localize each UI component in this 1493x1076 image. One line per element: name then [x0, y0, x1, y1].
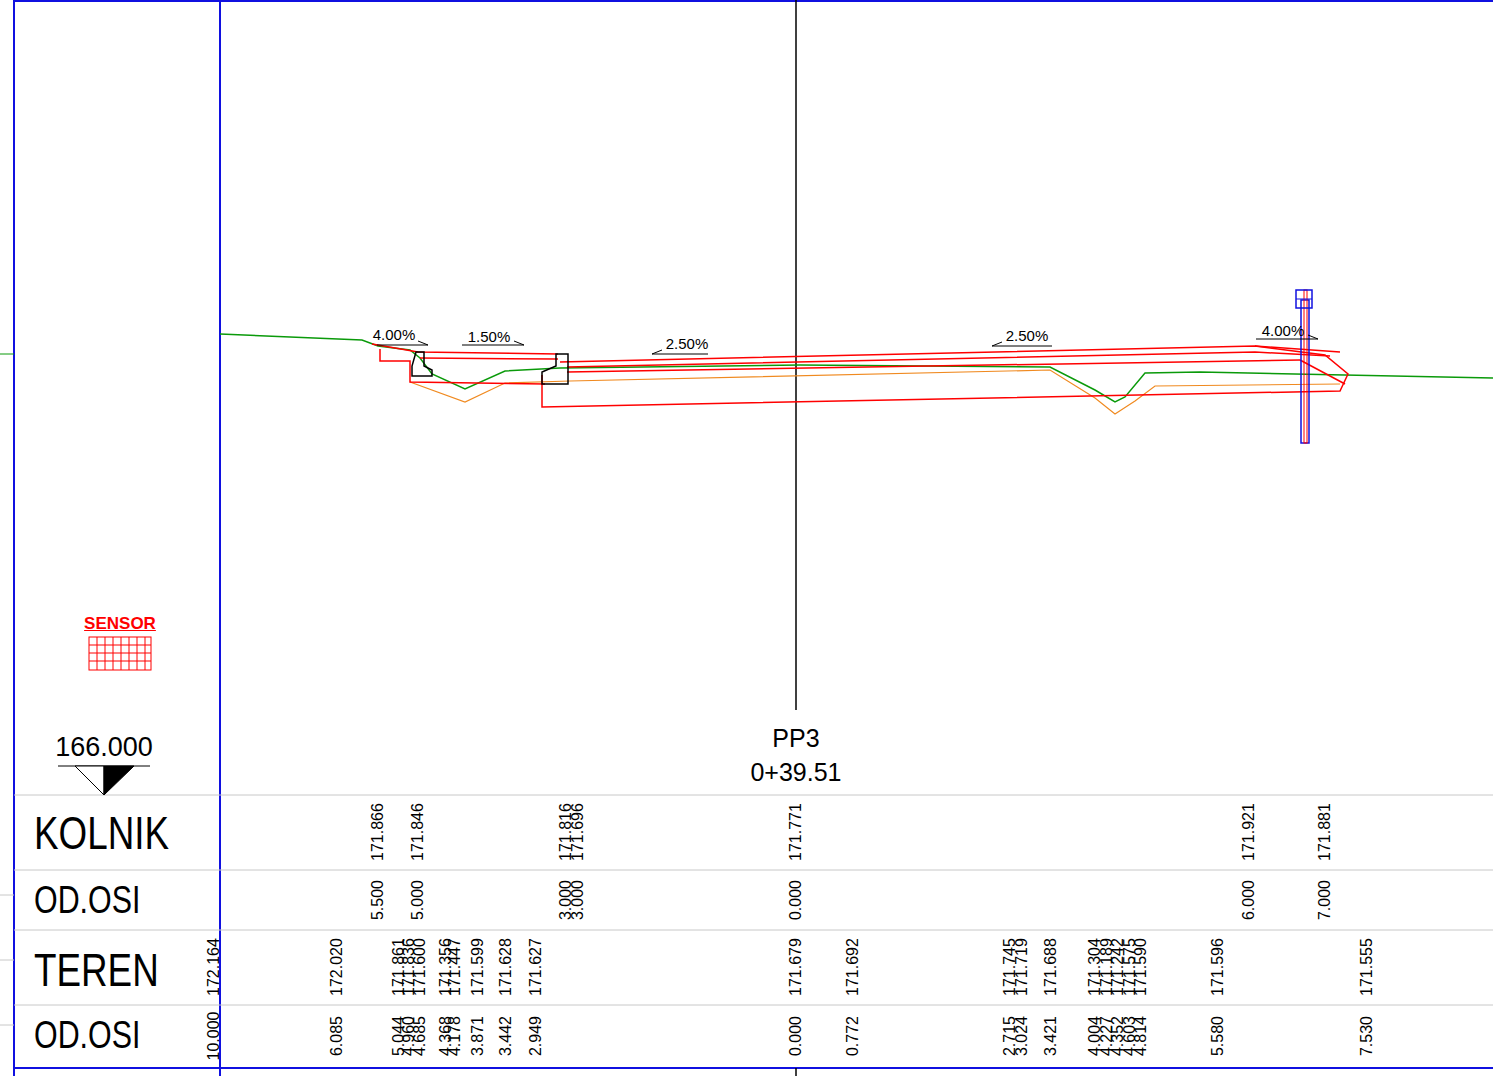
row-header: OD.OSI [34, 1016, 140, 1054]
drawing-label: 2.50% [1006, 328, 1049, 343]
drawing-label: 4.00% [373, 327, 416, 342]
table-value: 0.000 [788, 880, 804, 920]
table-value: 171.846 [410, 803, 426, 861]
table-value: 172.164 [206, 938, 222, 996]
table-value: 0.000 [788, 1016, 804, 1056]
table-value: 7.530 [1359, 1016, 1375, 1056]
table-value: 172.020 [329, 938, 345, 996]
table-value: 171.596 [1210, 938, 1226, 996]
table-value: 171.555 [1359, 938, 1375, 996]
table-value: 171.590 [1133, 938, 1149, 996]
drawing-label: 4.00% [1262, 323, 1305, 338]
table-value: 6.085 [329, 1016, 345, 1056]
table-value: 171.627 [528, 938, 544, 996]
table-value: 5.580 [1210, 1016, 1226, 1056]
drawing-label: 0+39.51 [750, 760, 841, 785]
table-value: 3.442 [498, 1016, 514, 1056]
table-value: 6.000 [1241, 880, 1257, 920]
table-value: 171.679 [788, 938, 804, 996]
table-value: 171.921 [1241, 803, 1257, 861]
table-value: 171.881 [1317, 803, 1333, 861]
table-value: 5.000 [410, 880, 426, 920]
table-value: 4.814 [1133, 1016, 1149, 1056]
table-value: 3.871 [470, 1016, 486, 1056]
table-value: 171.599 [470, 938, 486, 996]
table-value: 2.949 [528, 1016, 544, 1056]
table-value: 171.692 [845, 938, 861, 996]
table-value: 171.719 [1014, 938, 1030, 996]
table-value: 5.500 [370, 880, 386, 920]
drawing-label: SENSOR [84, 615, 156, 632]
row-header: TEREN [34, 947, 159, 993]
table-value: 171.771 [788, 803, 804, 861]
table-value: 171.628 [498, 938, 514, 996]
table-value: 171.688 [1043, 938, 1059, 996]
table-value: 3.000 [570, 880, 586, 920]
table-value: 3.421 [1043, 1016, 1059, 1056]
row-header: KOLNIK [34, 810, 169, 856]
drawing-label: 2.50% [666, 336, 709, 351]
table-value: 171.696 [570, 803, 586, 861]
table-value: 7.000 [1317, 880, 1333, 920]
drawing-label: PP3 [772, 726, 819, 751]
drawing-label: 1.50% [468, 329, 511, 344]
drawing-label: 166.000 [55, 734, 153, 761]
table-value: 4.178 [447, 1016, 463, 1056]
table-value: 171.866 [370, 803, 386, 861]
table-value: 10.000 [206, 1012, 222, 1061]
table-value: 171.447 [447, 938, 463, 996]
table-value: 171.600 [412, 938, 428, 996]
row-header: OD.OSI [34, 881, 140, 919]
table-value: 4.685 [412, 1016, 428, 1056]
table-value: 0.772 [845, 1016, 861, 1056]
table-value: 3.024 [1014, 1016, 1030, 1056]
